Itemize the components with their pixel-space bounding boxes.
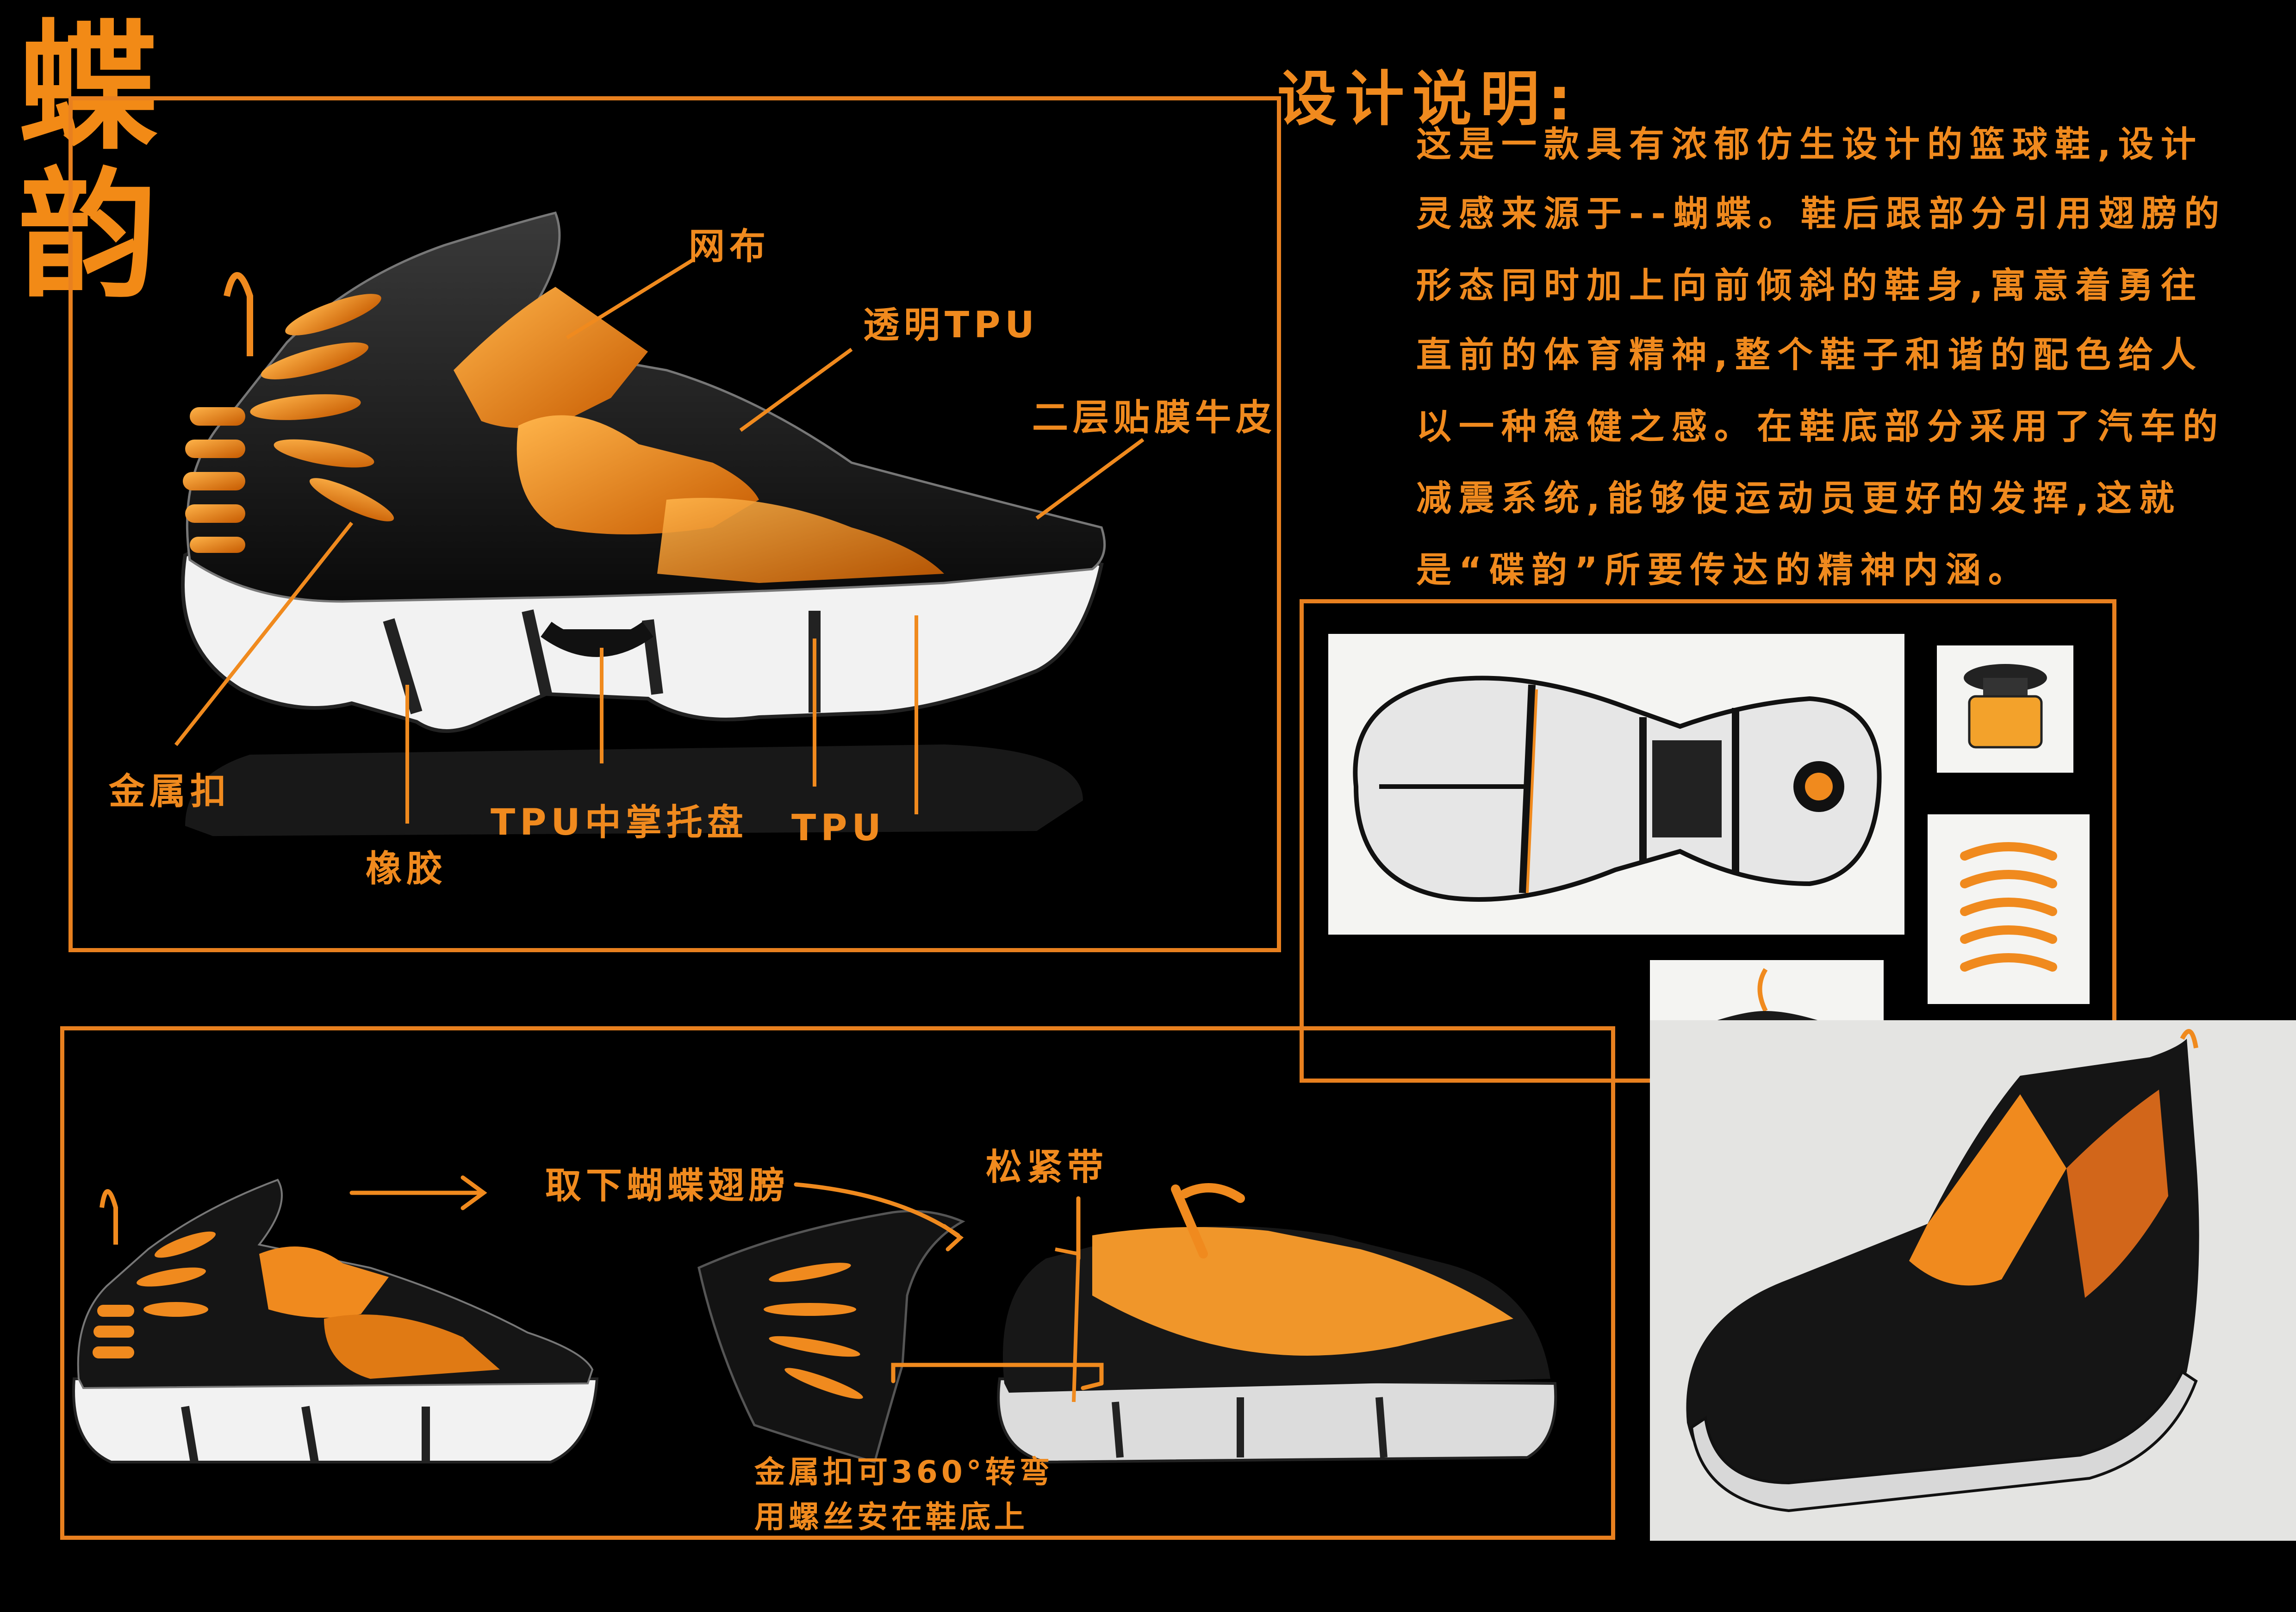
arrow-curve-icon: [794, 1182, 964, 1252]
damper-cap-sketch: [1937, 645, 2073, 773]
label-remove-wings: 取下蝴蝶翅膀: [545, 1165, 790, 1207]
marker-shoe-sketch: [1650, 1020, 2296, 1541]
spring-sketch: [1928, 814, 2090, 1004]
title-char-die: 蝶: [19, 7, 157, 168]
label-clear-tpu: 透明TPU: [863, 304, 1039, 346]
description-line: 形态同时加上向前倾斜的鞋身,寓意着勇往: [1416, 265, 2203, 306]
label-elastic-band: 松紧带: [986, 1147, 1108, 1188]
description-line: 减震系统,能够使运动员更好的发挥,这就: [1416, 477, 2182, 519]
label-tpu-shank: TPU中掌托盘: [491, 802, 748, 843]
label-mesh: 网布: [689, 226, 771, 267]
description-heading: 设计说明:: [1277, 65, 1580, 134]
label-tpu: TPU: [791, 807, 886, 849]
small-shoe-render: [72, 1178, 599, 1463]
label-rubber: 橡胶: [366, 848, 448, 890]
label-metal-buckle: 金属扣: [109, 771, 231, 812]
wingless-shoe-sketch: [997, 1183, 1557, 1464]
label-leather: 二层贴膜牛皮: [1032, 397, 1277, 439]
description-line: 这是一款具有浓郁仿生设计的篮球鞋,设计: [1416, 124, 2203, 165]
title-char-yun: 韵: [19, 155, 157, 316]
detachable-view-frame: [60, 1026, 1615, 1540]
description-line: 灵感来源于--蝴蝶。鞋后跟部分引用翅膀的: [1416, 193, 2227, 234]
main-shoe-render: [181, 211, 1106, 836]
description-line: 以一种稳健之感。在鞋底部分采用了汽车的: [1416, 406, 2225, 447]
outsole-sketch: [1328, 634, 1904, 935]
description-line: 直前的体育精神,整个鞋子和谐的配色给人: [1416, 334, 2203, 375]
arrow-right-icon: [349, 1175, 487, 1210]
label-screw-mount: 用螺丝安在鞋底上: [754, 1499, 1028, 1535]
label-buckle-rotate: 金属扣可360°转弯: [754, 1454, 1054, 1490]
main-view-frame: [68, 96, 1281, 952]
description-line: 是“碟韵”所要传达的精神内涵。: [1416, 549, 2031, 590]
